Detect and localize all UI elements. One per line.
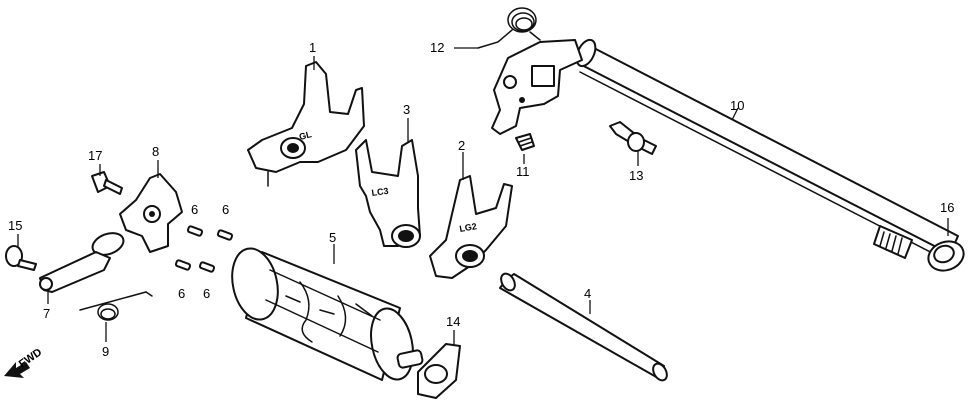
callout-6c: 6 xyxy=(178,286,185,301)
callout-labels: 1 2 3 4 5 6 6 6 6 7 8 9 10 11 12 13 14 1… xyxy=(8,40,954,359)
shift-fork-1: GL xyxy=(247,61,365,187)
shift-fork-2: LG2 xyxy=(429,175,513,279)
fork-2-stamp: LG2 xyxy=(459,221,478,234)
stud-pin xyxy=(515,133,535,151)
callout-13: 13 xyxy=(629,168,643,183)
callout-7: 7 xyxy=(43,306,50,321)
callout-3: 3 xyxy=(403,102,410,117)
stopper-lever xyxy=(39,251,111,293)
callout-16: 16 xyxy=(940,200,954,215)
fork-shaft xyxy=(499,272,668,382)
fork-1-stamp: GL xyxy=(298,129,313,142)
gearshift-spindle xyxy=(571,38,959,259)
callout-14: 14 xyxy=(446,314,460,329)
callout-4: 4 xyxy=(584,286,591,301)
callout-6a: 6 xyxy=(191,202,198,217)
callout-1: 1 xyxy=(309,40,316,55)
forward-label: FWD xyxy=(17,346,44,370)
callout-2: 2 xyxy=(458,138,465,153)
callout-8: 8 xyxy=(152,144,159,159)
bolt-13 xyxy=(609,121,657,155)
fork-3-stamp: LC3 xyxy=(371,186,389,198)
callout-17: 17 xyxy=(88,148,102,163)
oil-seal xyxy=(927,240,965,272)
callout-5: 5 xyxy=(329,230,336,245)
drum-plate xyxy=(417,343,461,399)
forward-direction-indicator: FWD xyxy=(4,346,44,378)
dowel-pins xyxy=(174,225,234,273)
gearshift-drum xyxy=(231,247,424,381)
stopper-spring xyxy=(79,291,153,321)
callout-10: 10 xyxy=(730,98,744,113)
stopper-arm xyxy=(91,173,183,256)
shift-arm-plate xyxy=(491,39,583,135)
leader-lines xyxy=(17,47,949,346)
return-spring xyxy=(477,7,541,49)
bolt-15 xyxy=(5,245,37,271)
callout-11: 11 xyxy=(516,164,530,179)
shift-fork-3: LC3 xyxy=(355,139,421,248)
callout-6b: 6 xyxy=(222,202,229,217)
callout-9: 9 xyxy=(102,344,109,359)
forward-arrow-icon xyxy=(4,362,30,378)
callout-6d: 6 xyxy=(203,286,210,301)
callout-15: 15 xyxy=(8,218,22,233)
bolt-17 xyxy=(91,171,123,195)
callout-12: 12 xyxy=(430,40,444,55)
